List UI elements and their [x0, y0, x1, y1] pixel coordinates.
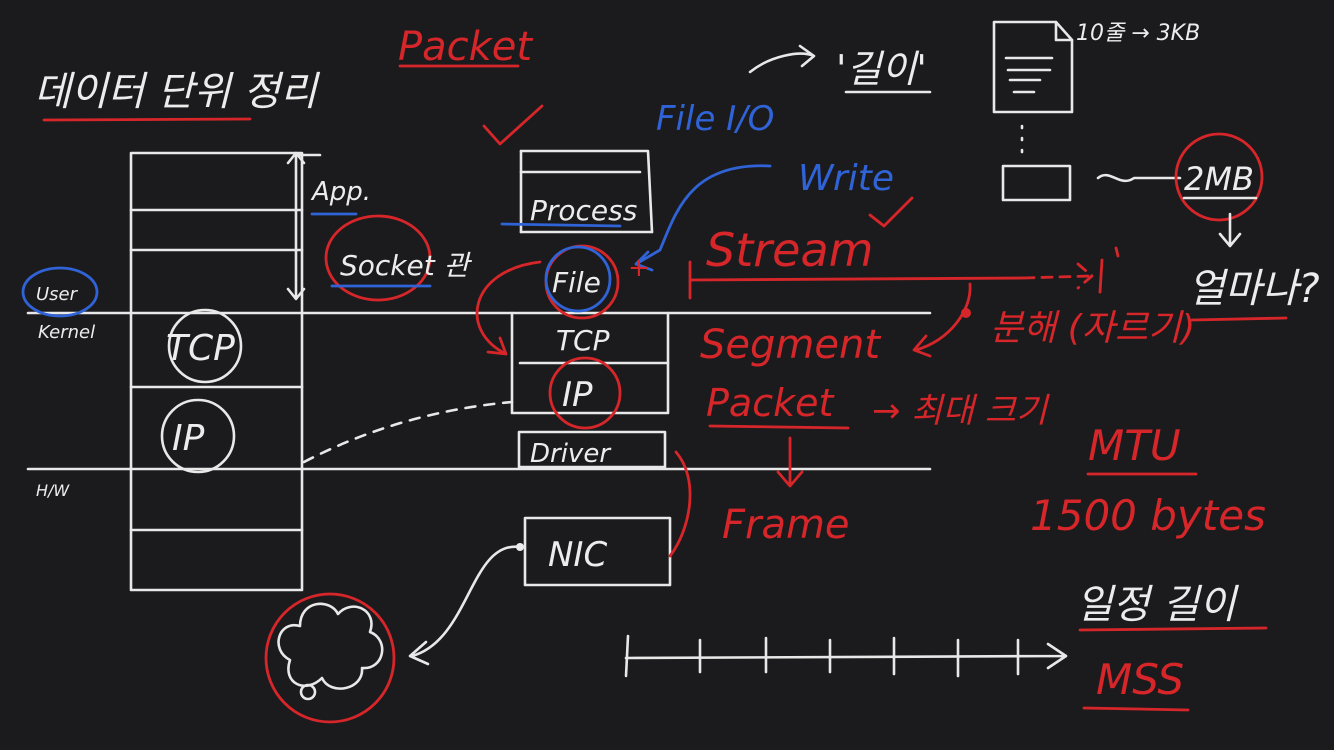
label-ip-mid: IP — [562, 375, 593, 415]
middle-stack-diagram — [510, 149, 672, 587]
label-nic: NIC — [548, 535, 607, 575]
label-split: 분해 (자르기) — [990, 308, 1195, 349]
label-fixed-length: 일정 길이 — [1076, 582, 1239, 628]
label-write: Write — [798, 158, 894, 199]
check-mark-top — [482, 104, 544, 146]
label-hw: H/W — [36, 481, 70, 500]
label-segment: Segment — [700, 322, 881, 368]
label-packet-unit: Packet — [706, 381, 835, 425]
label-kernel: Kernel — [38, 322, 95, 343]
label-lines-size: 10줄 → 3KB — [1076, 21, 1200, 46]
label-how-much: 얼마나? — [1188, 266, 1320, 312]
packet-underline — [708, 424, 850, 430]
tcp-circle-left — [167, 308, 243, 384]
check-mark-write — [868, 196, 914, 228]
split-dot — [961, 308, 971, 318]
heading-packet: Packet — [398, 24, 533, 70]
label-length: '길이' — [836, 47, 927, 91]
title-underline — [42, 117, 252, 122]
process-underline — [500, 222, 622, 228]
size-to-question-arrow — [1218, 212, 1242, 248]
file-circle-blue — [544, 245, 612, 313]
packet-to-frame-arrow — [776, 436, 804, 488]
small-file-box — [1001, 164, 1072, 202]
write-arrow — [634, 164, 772, 272]
ip-circle-mid — [548, 356, 622, 430]
file-to-tcp-arrow — [475, 260, 542, 356]
length-arrow — [748, 44, 816, 74]
label-driver: Driver — [530, 439, 612, 469]
label-size: 2MB — [1184, 160, 1254, 198]
fixed-length-ruler — [624, 634, 1068, 678]
nic-to-cloud-arrow — [408, 545, 522, 666]
label-mss: MSS — [1096, 655, 1184, 704]
fixed-length-underline — [1078, 626, 1268, 632]
label-packet-note: → 최대 크기 — [872, 391, 1050, 431]
dashed-connector — [302, 400, 514, 464]
label-frame: Frame — [722, 502, 850, 548]
ip-label-left: IP — [172, 418, 205, 459]
label-user: User — [36, 284, 79, 305]
label-app: App. — [310, 177, 371, 207]
label-file: File — [552, 266, 601, 299]
stream-arrow-dashed — [1022, 262, 1094, 290]
stream-arrow — [688, 260, 1026, 300]
app-bracket — [286, 151, 322, 301]
stream-tick — [1098, 246, 1120, 294]
label-socket: Socket 관 — [340, 249, 473, 282]
mss-underline — [1082, 706, 1190, 712]
frame-bracket — [668, 450, 692, 558]
how-much-underline — [1190, 316, 1288, 322]
label-process: Process — [530, 194, 637, 227]
socket-circle — [324, 214, 432, 302]
size-circle — [1174, 132, 1264, 222]
ip-circle-left — [160, 398, 236, 474]
label-stream: Stream — [706, 223, 873, 277]
nic-dot — [516, 543, 524, 551]
label-file-io: File I/O — [656, 99, 774, 139]
label-mtu-size: 1500 bytes — [1030, 491, 1266, 540]
box-to-size-tilde — [1096, 173, 1182, 183]
label-mtu: MTU — [1088, 421, 1181, 470]
user-circle — [21, 266, 99, 318]
tcp-label-left: TCP — [166, 328, 235, 369]
left-stack-diagram — [129, 151, 304, 592]
document-icon — [992, 20, 1074, 114]
page-title: 데이터 단위 정리 — [34, 69, 320, 115]
internet-cloud-icon — [264, 592, 396, 724]
label-tcp-mid: TCP — [556, 324, 610, 357]
split-arrow — [912, 282, 972, 358]
red-plus: + — [628, 253, 650, 283]
